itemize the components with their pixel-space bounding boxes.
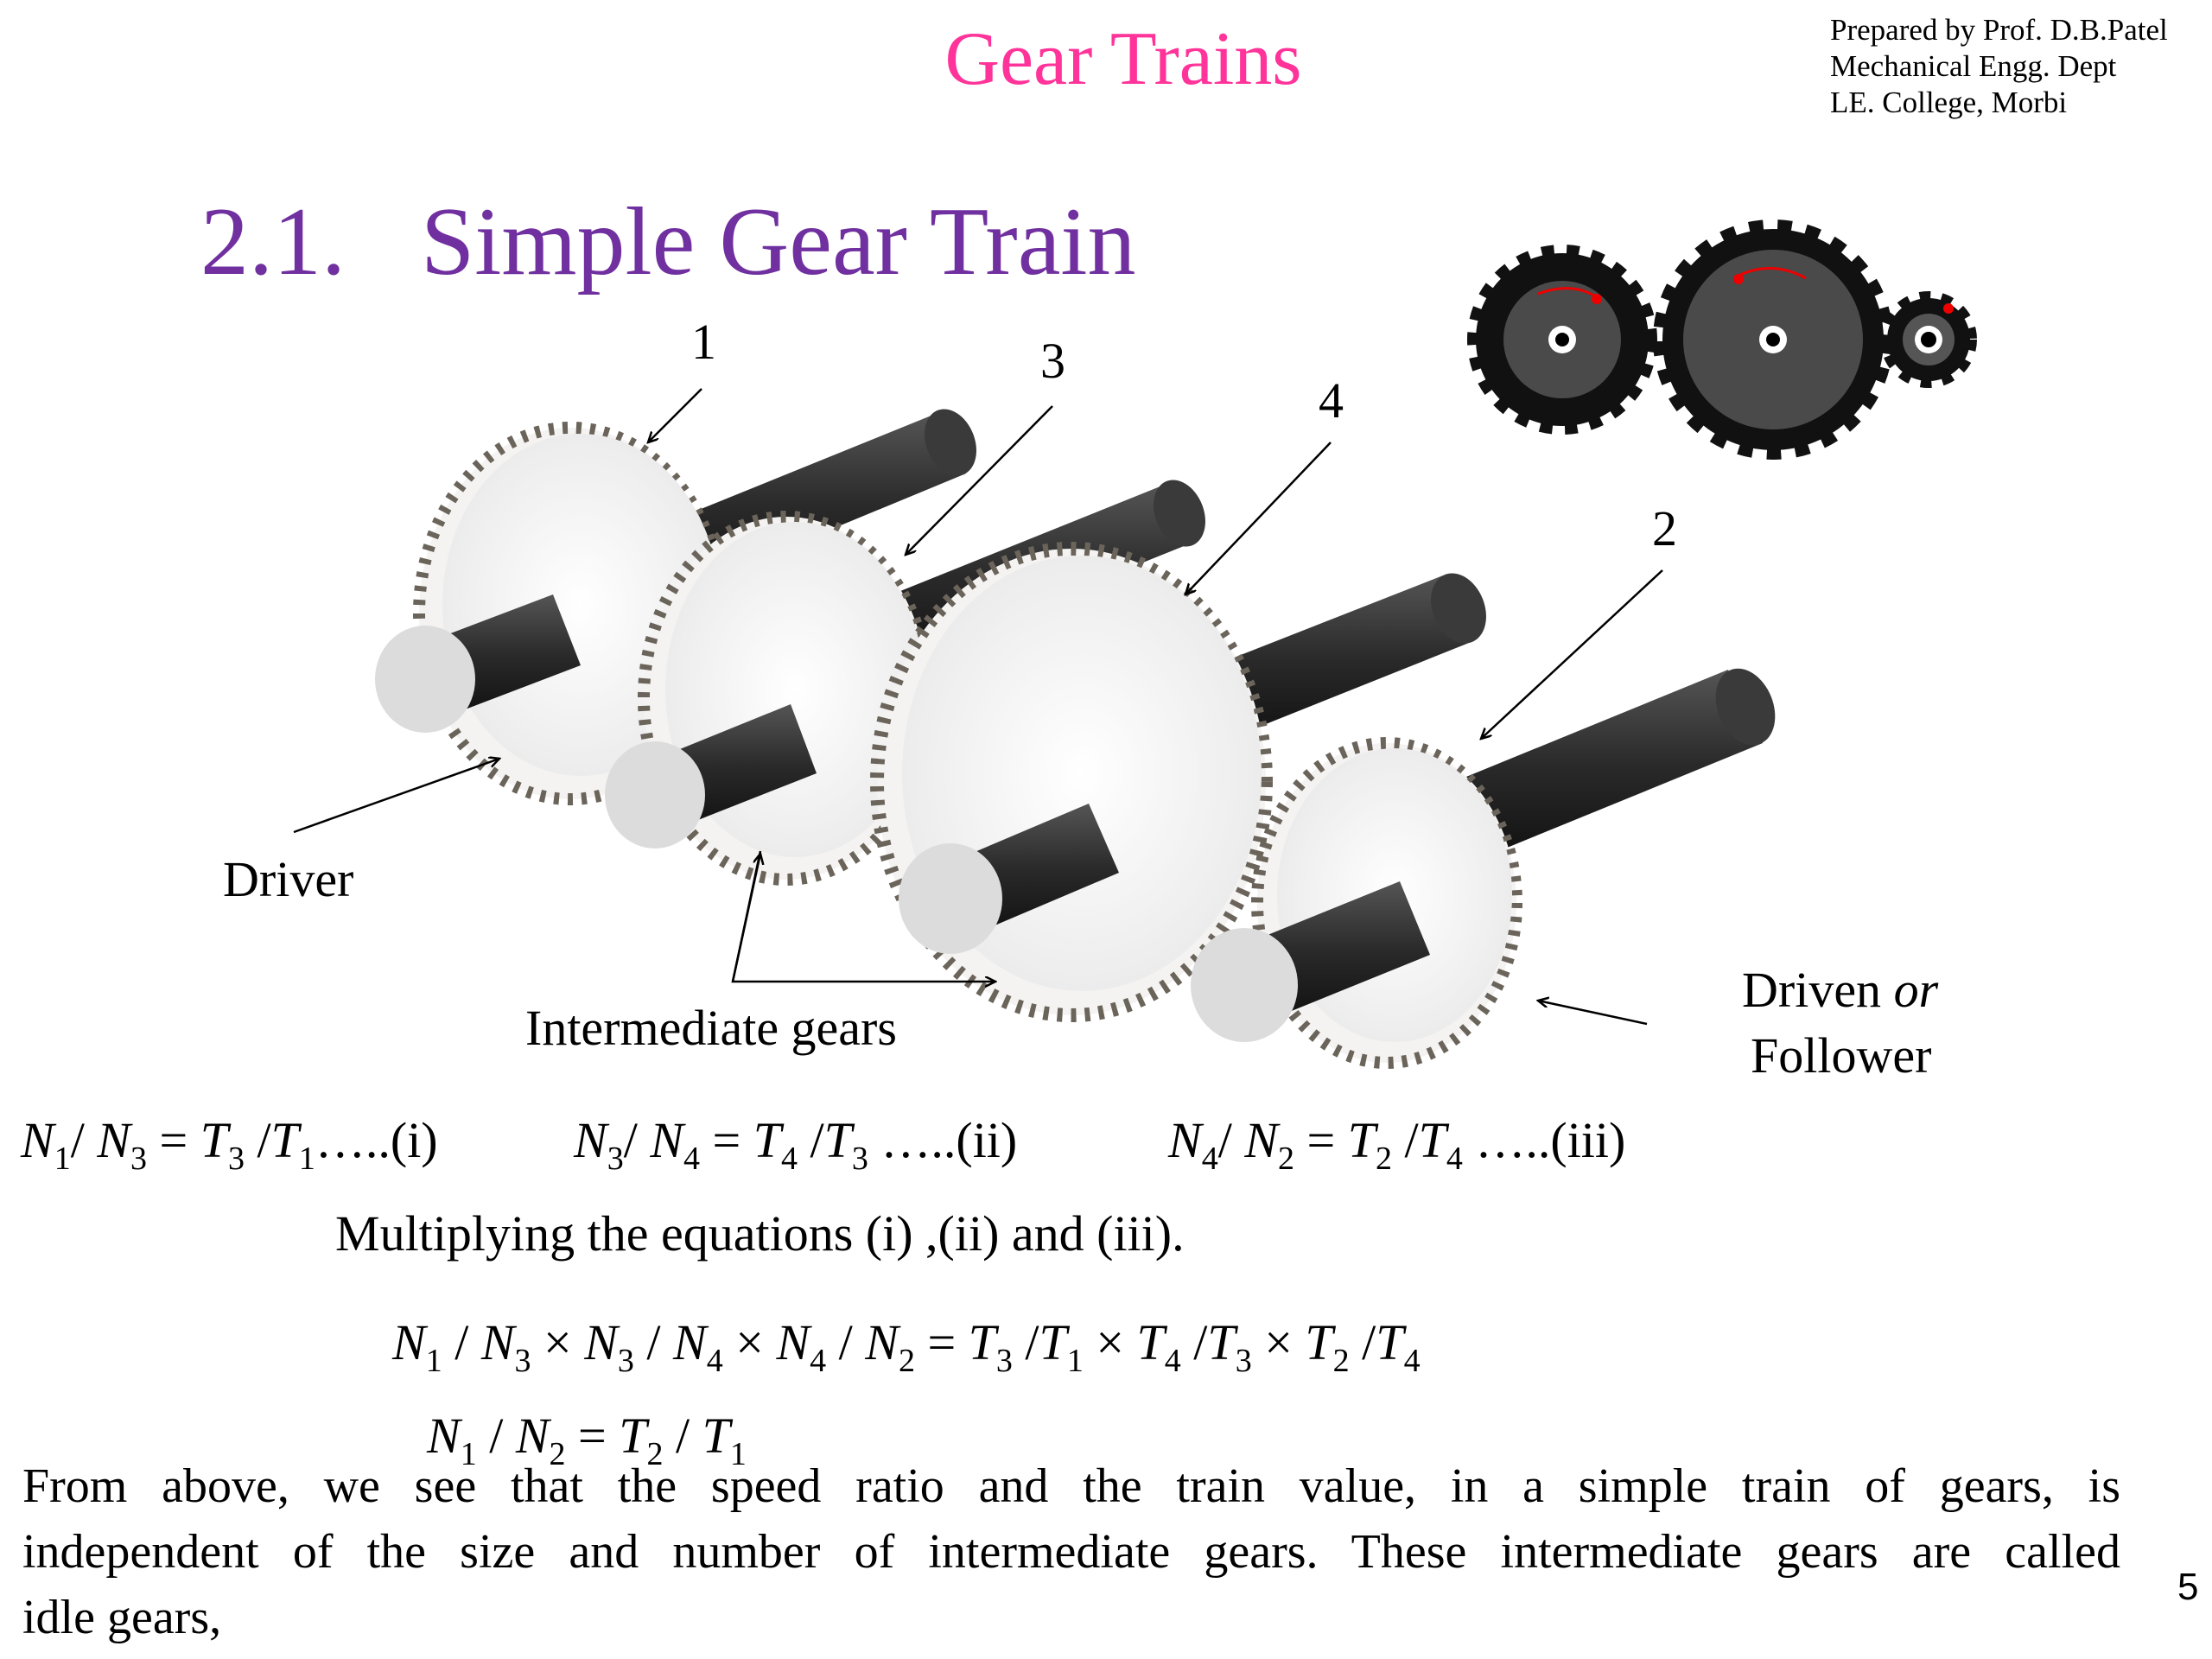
label-gear-4: 4 xyxy=(1319,372,1344,429)
paragraph-line-3: idle gears, xyxy=(22,1591,222,1644)
shaft-end-4 xyxy=(899,843,1002,954)
label-gear-1: 1 xyxy=(691,314,716,370)
label-driven-or: or xyxy=(1893,962,1939,1018)
page-number: 5 xyxy=(2177,1566,2199,1608)
leader-arrows xyxy=(293,388,1663,1026)
shaft-end-1 xyxy=(375,626,475,733)
author-credit: Prepared by Prof. D.B.Patel Mechanical E… xyxy=(1830,12,2168,121)
label-driven: Driven or xyxy=(1742,961,1938,1019)
arrow-gear-2 xyxy=(1481,569,1663,739)
label-gear-2: 2 xyxy=(1652,500,1677,556)
shaft-front-group xyxy=(375,594,1430,1042)
label-follower: Follower xyxy=(1751,1027,1932,1084)
arrow-intermediate-up xyxy=(731,854,760,982)
shaft-end-3 xyxy=(605,741,705,849)
shaft-back-2 xyxy=(1443,670,1763,860)
header-title: Gear Trains xyxy=(944,17,1302,101)
multiplying-text: Multiplying the equations (i) ,(ii) and … xyxy=(335,1205,1185,1262)
conclusion-paragraph: From above, we see that the speed ratio … xyxy=(22,1453,2120,1650)
equation-iii: N4/ N2 = T2 /T4 …..(iii) xyxy=(1168,1112,1626,1177)
label-intermediate-gears: Intermediate gears xyxy=(525,1000,897,1056)
equation-i: N1/ N3 = T3 /T1…..(i) xyxy=(21,1112,438,1177)
section-title-text: Simple Gear Train xyxy=(421,188,1136,296)
arrow-gear-4 xyxy=(1185,442,1332,594)
label-driver: Driver xyxy=(223,851,354,907)
equation-result: N1 / N2 = T2 / T1 xyxy=(427,1408,747,1472)
paragraph-line-2: independent of the size and number of in… xyxy=(22,1525,2120,1579)
label-driven-word: Driven xyxy=(1742,962,1882,1018)
label-gear-3: 3 xyxy=(1040,333,1065,389)
arrow-gear-1 xyxy=(648,388,702,442)
shaft-end-2 xyxy=(1191,928,1298,1042)
arrow-driver xyxy=(293,759,499,834)
equation-ii: N3/ N4 = T4 /T3 …..(ii) xyxy=(574,1112,1018,1177)
mesh-diagram xyxy=(1467,219,1977,460)
credit-line-3: LE. College, Morbi xyxy=(1830,86,2068,119)
credit-line-1: Prepared by Prof. D.B.Patel xyxy=(1830,13,2168,47)
arrow-gear-3 xyxy=(906,405,1053,555)
section-title: 2.1. Simple Gear Train xyxy=(200,187,1136,298)
arrow-driven xyxy=(1538,1001,1648,1026)
paragraph-line-1: From above, we see that the speed ratio … xyxy=(22,1459,2120,1513)
credit-line-2: Mechanical Engg. Dept xyxy=(1830,49,2117,83)
shaft-back-4 xyxy=(1192,575,1473,741)
section-number: 2.1. xyxy=(200,188,346,296)
equation-product: N1 / N3 × N3 / N4 × N4 / N2 = T3 /T1 × T… xyxy=(392,1314,1421,1379)
